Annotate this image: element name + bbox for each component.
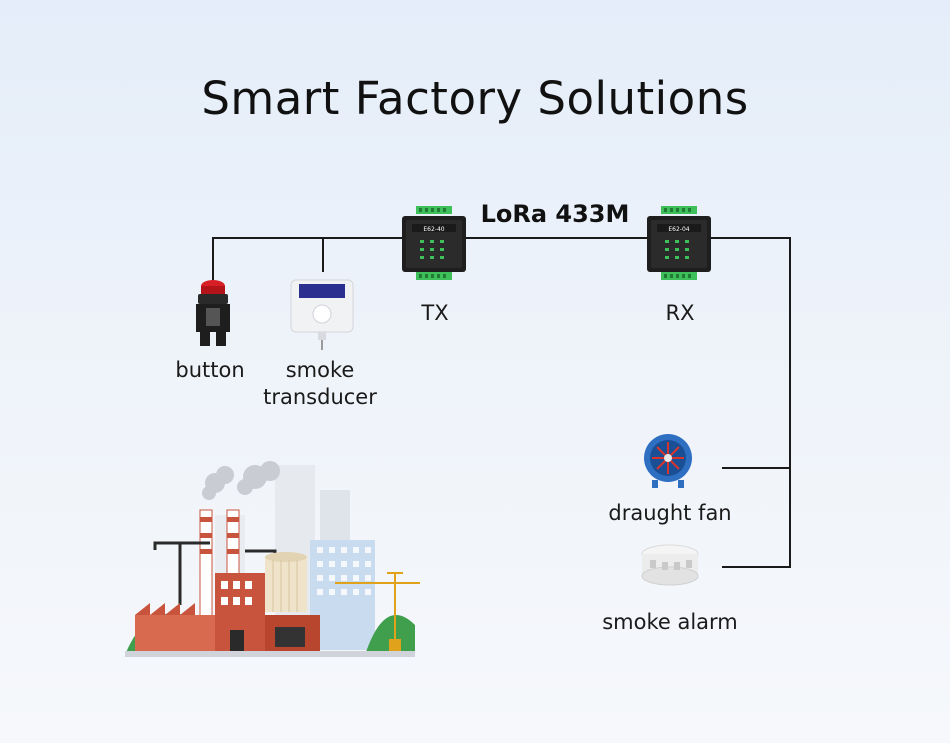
connector-line — [708, 237, 791, 239]
connector-line — [722, 467, 791, 469]
connector-line — [465, 237, 650, 239]
connector-line — [789, 237, 791, 568]
connector-line — [212, 237, 405, 239]
smoke-alarm-icon — [636, 542, 704, 598]
connector-line — [322, 237, 324, 272]
factory-illustration — [125, 455, 425, 665]
smoke-transducer-icon — [289, 278, 355, 350]
rx-label: RX — [665, 301, 695, 325]
tx-lora-module: E62-40 — [402, 206, 466, 280]
draught-fan-icon — [640, 432, 696, 488]
rx-model-text: E62-04 — [668, 226, 689, 233]
smoke-transducer-label: smoke transducer — [263, 358, 377, 409]
connector-line — [722, 566, 791, 568]
draught-fan-label: draught fan — [608, 501, 732, 525]
tx-label: TX — [421, 301, 449, 325]
emergency-button-icon — [190, 278, 236, 348]
tx-model-text: E62-40 — [423, 226, 444, 233]
lora-link-label: LoRa 433M — [480, 200, 630, 228]
rx-lora-module: E62-04 — [647, 206, 711, 280]
button-label: button — [175, 358, 245, 382]
connector-line — [212, 237, 214, 280]
page-title: Smart Factory Solutions — [201, 72, 749, 125]
smoke-alarm-label: smoke alarm — [602, 610, 738, 634]
